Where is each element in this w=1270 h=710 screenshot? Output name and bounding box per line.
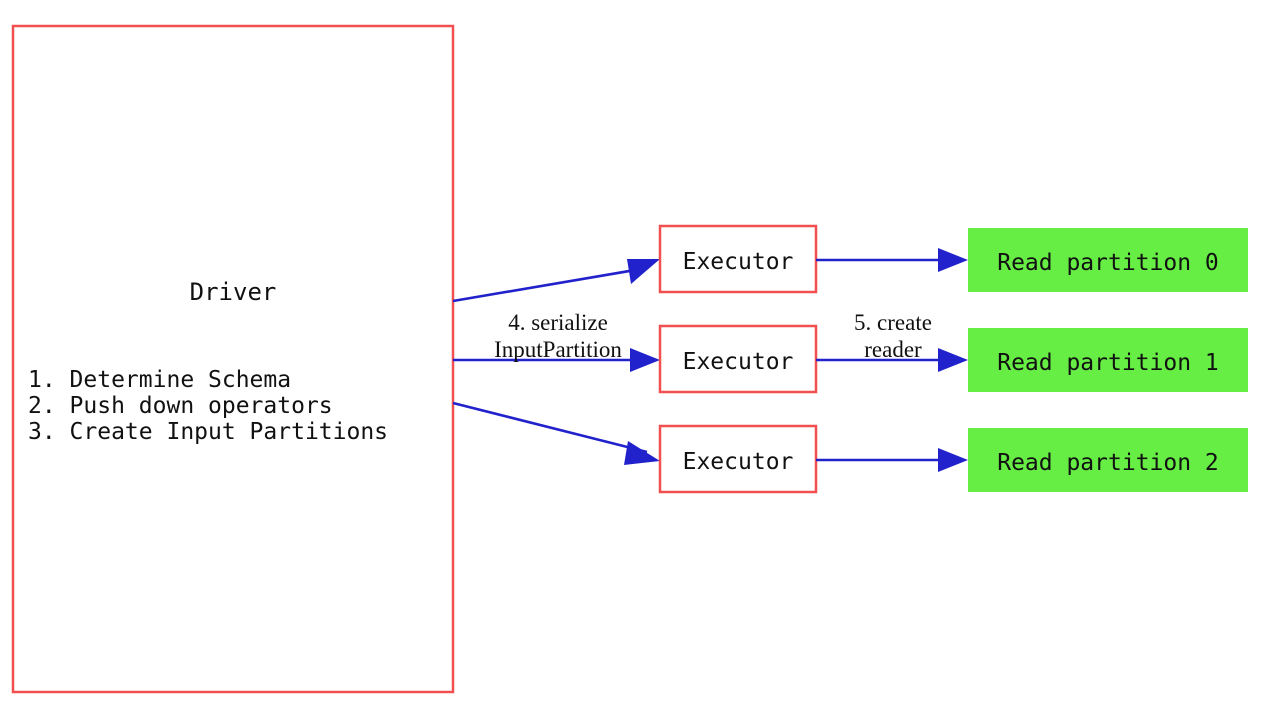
edge-label-serialize-line2: InputPartition: [494, 337, 622, 362]
driver-step-2: 2. Push down operators: [28, 393, 333, 419]
executor-box-3[interactable]: [658, 424, 818, 494]
driver-step-3: 3. Create Input Partitions: [28, 419, 388, 445]
partition-label-2: Read partition 2: [997, 450, 1219, 476]
driver-title: Driver: [190, 278, 277, 306]
driver-box[interactable]: [11, 24, 455, 694]
arrowhead-executor-1-to-partition-0: [938, 248, 968, 272]
arrowhead-driver-to-executor-1: [627, 259, 660, 284]
arrowhead-driver-to-executor-3: [624, 441, 660, 465]
edge-driver-to-executor-3: [452, 401, 648, 454]
partition-box-0[interactable]: [968, 228, 1248, 292]
executor-label-2: Executor: [683, 349, 794, 375]
executor-label-3: Executor: [683, 449, 794, 475]
arrowhead-driver-to-executor-2: [630, 348, 660, 372]
edge-label-serialize-line1: 4. serialize: [508, 310, 608, 335]
driver-step-1: 1. Determine Schema: [28, 367, 291, 393]
partition-box-2[interactable]: [968, 428, 1248, 492]
arrowhead-executor-3-to-partition-2: [938, 448, 968, 472]
executor-label-1: Executor: [683, 249, 794, 275]
partition-label-0: Read partition 0: [997, 250, 1219, 276]
partition-label-1: Read partition 1: [997, 350, 1219, 376]
edge-driver-to-executor-1: [452, 266, 648, 303]
arrowhead-executor-2-to-partition-1: [938, 348, 968, 372]
edge-label-create-reader-line1: 5. create: [854, 310, 932, 335]
edge-label-create-reader-line2: reader: [864, 337, 922, 362]
executor-box-2[interactable]: [658, 324, 818, 394]
partition-box-1[interactable]: [968, 328, 1248, 392]
